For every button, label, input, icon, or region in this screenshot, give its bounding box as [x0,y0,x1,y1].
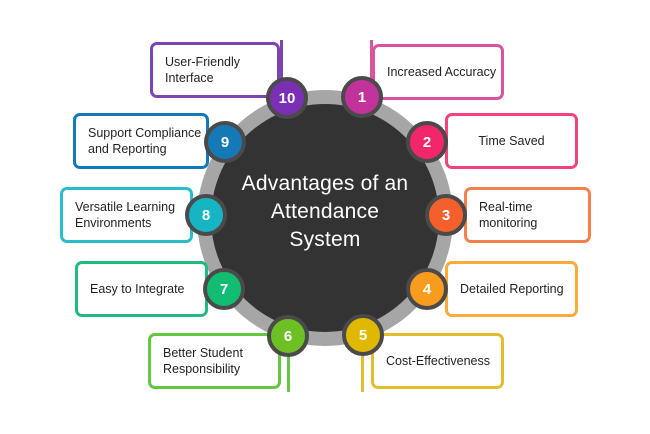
center-title: Advantages of an Attendance System [241,172,409,251]
badge-number-2: 2 [422,133,432,151]
connector-5 [361,330,364,392]
badge-number-10: 10 [278,89,296,107]
label-text-4: Detailed Reporting [460,282,564,296]
badge-3[interactable]: 3 [425,194,467,236]
label-box-3[interactable]: Real-time monitoring [464,187,591,243]
badge-number-7: 7 [219,280,229,298]
label-text-7: Easy to Integrate [90,282,185,296]
badge-6[interactable]: 6 [267,315,309,357]
label-text-9: Support Compliance and Reporting [88,126,202,156]
badge-2[interactable]: 2 [406,121,448,163]
badge-8[interactable]: 8 [185,194,227,236]
badge-number-1: 1 [357,88,367,106]
badge-10[interactable]: 10 [266,77,308,119]
label-text-8: Versatile Learning Environments [75,200,176,230]
badge-7[interactable]: 7 [203,268,245,310]
label-text-5: Cost-Effectiveness [386,354,490,368]
center-hub-core [211,104,439,332]
badge-1[interactable]: 1 [341,76,383,118]
label-box-6[interactable]: Better Student Responsibility [148,333,281,389]
badge-4[interactable]: 4 [406,268,448,310]
badge-9[interactable]: 9 [204,121,246,163]
badge-number-6: 6 [283,327,293,345]
badge-number-5: 5 [358,326,368,344]
connector-1 [370,40,373,102]
label-box-7[interactable]: Easy to Integrate [75,261,208,317]
label-box-1[interactable]: Increased Accuracy [372,44,504,100]
label-box-9[interactable]: Support Compliance and Reporting [73,113,209,169]
label-text-3: Real-time monitoring [479,200,538,230]
label-text-6: Better Student Responsibility [163,346,243,376]
label-box-10[interactable]: User-Friendly Interface [150,42,280,98]
label-box-5[interactable]: Cost-Effectiveness [371,333,504,389]
label-text-2: Time Saved [478,134,545,148]
label-box-8[interactable]: Versatile Learning Environments [60,187,193,243]
badge-number-4: 4 [422,280,432,298]
badge-5[interactable]: 5 [342,314,384,356]
connector-6 [287,330,290,392]
label-text-1: Increased Accuracy [387,65,497,79]
badge-number-3: 3 [441,206,451,224]
badge-number-9: 9 [220,133,230,151]
badge-number-8: 8 [201,206,211,224]
label-box-2[interactable]: Time Saved [445,113,578,169]
label-text-10: User-Friendly Interface [165,55,241,85]
label-box-4[interactable]: Detailed Reporting [445,261,578,317]
connector-10 [280,40,283,102]
